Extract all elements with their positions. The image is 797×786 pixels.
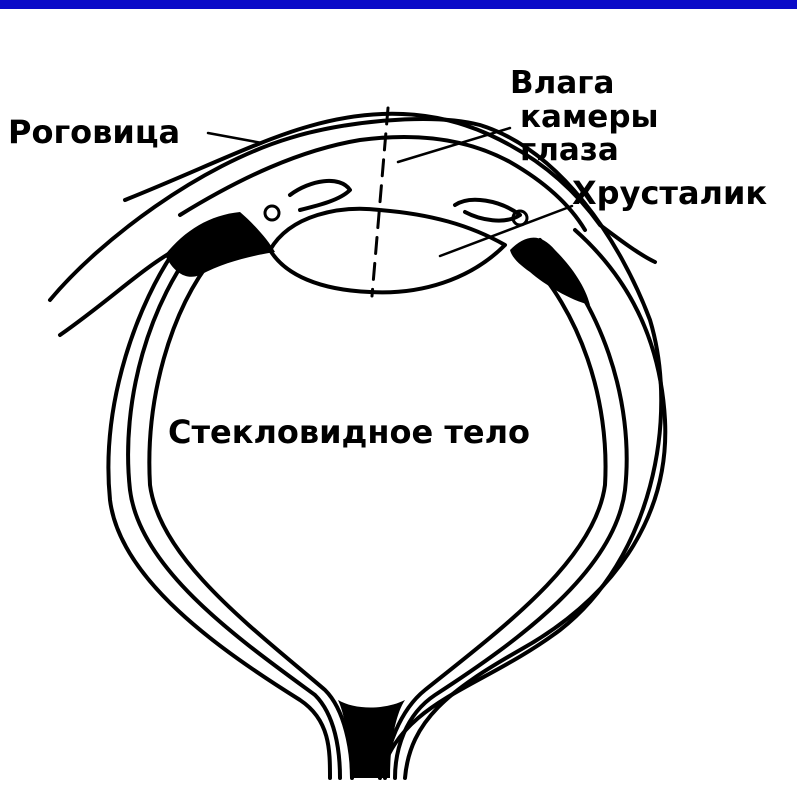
ciliary-dot-left — [265, 206, 279, 220]
leader-aqueous — [398, 128, 510, 162]
eye-outer-wall-right — [405, 230, 665, 778]
leader-cornea — [208, 133, 262, 143]
lens — [270, 209, 505, 293]
label-aqueous-line3: глаза — [520, 132, 619, 168]
ciliary-body-left — [165, 212, 275, 277]
label-aqueous-line1: Влага — [510, 65, 614, 101]
iris-left — [290, 181, 350, 210]
label-cornea: Роговица — [8, 113, 180, 151]
label-vitreous: Стекловидное тело — [168, 413, 530, 451]
iris-right — [455, 200, 520, 221]
eye-inner-layer-right — [385, 255, 606, 778]
label-lens: Хрусталик — [572, 174, 767, 212]
eye-middle-layer-right — [395, 240, 627, 778]
ciliary-body-right — [510, 238, 590, 305]
eye-outer-wall-left — [60, 250, 330, 778]
eye-middle-layer-left — [128, 240, 340, 778]
label-aqueous-line2: камеры — [520, 99, 659, 135]
